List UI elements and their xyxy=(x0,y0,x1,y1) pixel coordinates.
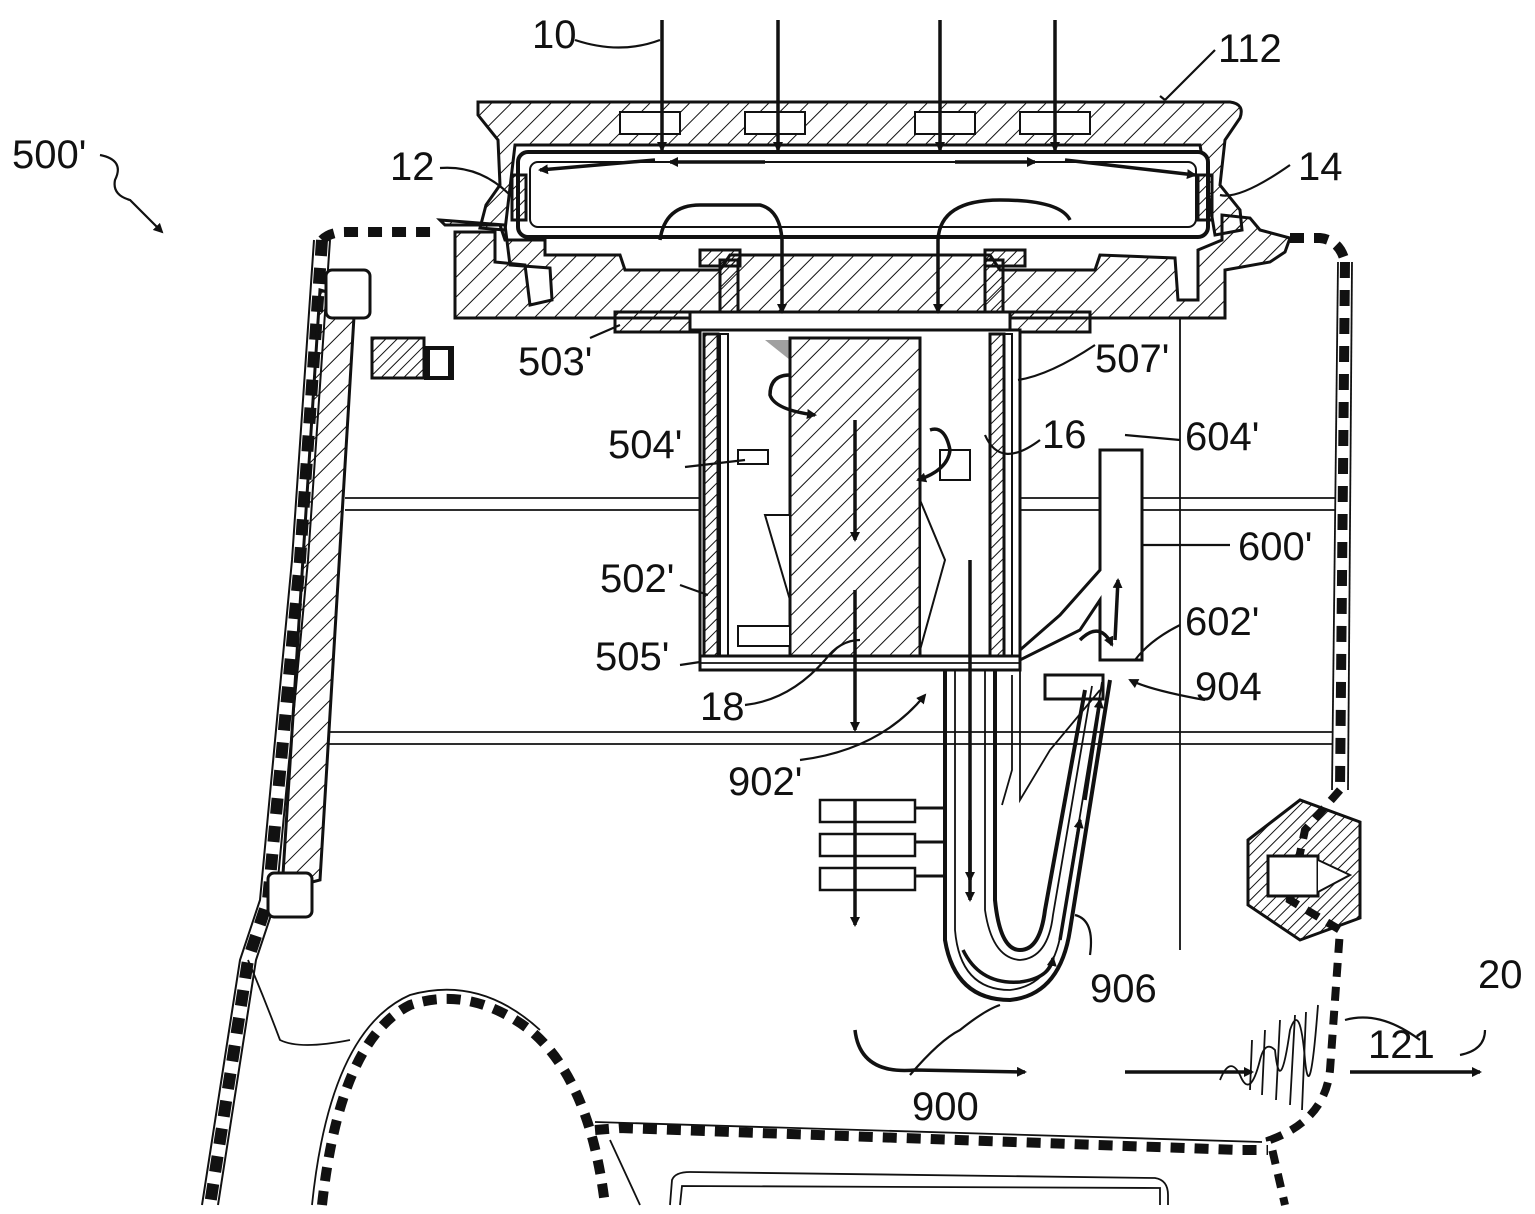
component-600 xyxy=(1001,448,1144,806)
connector-pins xyxy=(818,798,945,892)
flow-arrows xyxy=(538,20,1482,1077)
label-505: 505' xyxy=(595,635,669,679)
label-502: 502' xyxy=(600,557,674,601)
label-600: 600' xyxy=(1238,525,1312,569)
label-906: 906 xyxy=(1090,967,1157,1011)
label-602: 602' xyxy=(1185,600,1259,644)
labels: 10 112 500' 12 14 503' 507' 504' 16 604'… xyxy=(12,13,1523,1129)
label-503: 503' xyxy=(518,340,592,384)
u-tube xyxy=(943,670,1112,1003)
outlet-fins xyxy=(1219,1004,1319,1111)
label-504: 504' xyxy=(608,423,682,467)
label-10: 10 xyxy=(532,13,577,57)
leader-lines xyxy=(99,38,1487,1076)
left-panel xyxy=(266,268,454,919)
label-507: 507' xyxy=(1095,337,1169,381)
label-16: 16 xyxy=(1042,413,1087,457)
label-500: 500' xyxy=(12,133,86,177)
side-nozzle xyxy=(1246,798,1362,942)
label-14: 14 xyxy=(1298,145,1343,189)
housing-shell xyxy=(201,227,1353,1206)
label-18: 18 xyxy=(700,685,745,729)
label-604: 604' xyxy=(1185,415,1259,459)
label-112: 112 xyxy=(1218,27,1282,71)
cartridge xyxy=(698,328,1022,672)
label-121: 121 xyxy=(1368,1023,1435,1067)
label-900: 900 xyxy=(912,1085,979,1129)
label-902: 902' xyxy=(728,760,802,804)
label-12: 12 xyxy=(390,145,435,189)
label-904: 904 xyxy=(1195,665,1262,709)
label-20: 20 xyxy=(1478,953,1523,997)
top-cap xyxy=(436,100,1292,334)
